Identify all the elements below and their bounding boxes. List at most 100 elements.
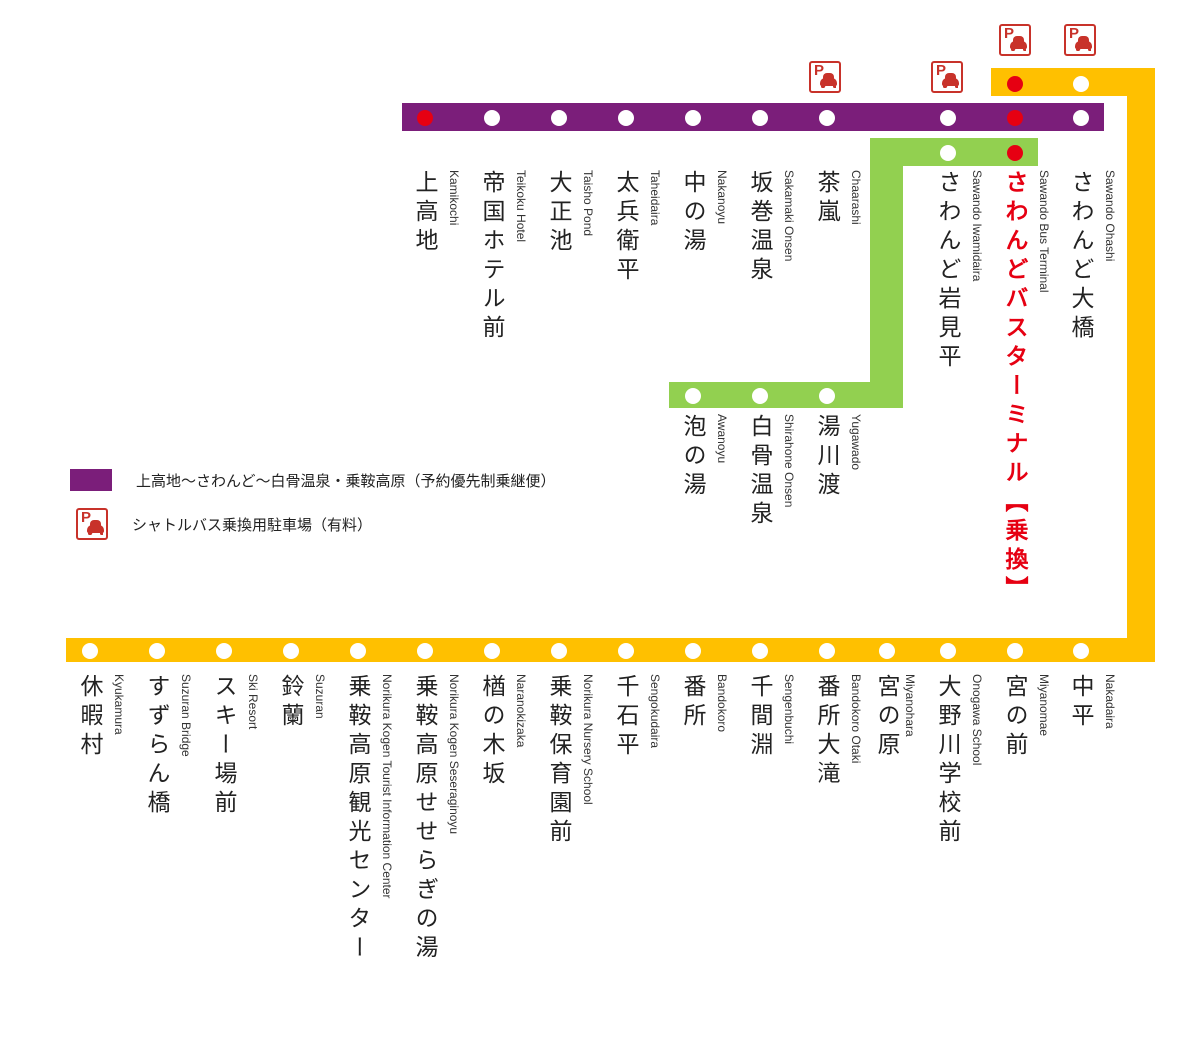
stop-label-en: Nakanoyu [715, 170, 729, 225]
stop-label-en: Norikura Nursery School [581, 674, 595, 805]
stop-label-en: Shirahone Onsen [782, 414, 796, 508]
stop-label-en: Sengenbuchi [782, 674, 796, 745]
stop-label-en: Yugawado [849, 414, 863, 471]
stop-dot-suzuran-bridge [149, 643, 165, 659]
stop-label-en: Naranokizaka [514, 674, 528, 748]
stop-label-ja: 乗鞍保育園前 [545, 674, 571, 848]
stop-dot-yugawado [819, 388, 835, 404]
stop-label-ja: スキー場前 [210, 674, 236, 819]
stop-dot-bandokoro [685, 643, 701, 659]
parking-letter: P [814, 62, 825, 79]
stop-dot-kyukamura [82, 643, 98, 659]
green-route-vertical [870, 138, 903, 408]
stop-label-ja: 宮の前 [1001, 674, 1027, 761]
stop-dot-teikoku [484, 110, 500, 126]
stop-label-en: Norikura Kogen Tourist Information Cente… [380, 674, 394, 899]
stop-dot-seseraginoyu [417, 643, 433, 659]
legend-reserved-route-label: 上高地〜さわんど〜白骨温泉・乗鞍高原（予約優先制乗継便） [136, 471, 556, 490]
stop-label-en: Teikoku Hotel [514, 170, 528, 243]
stop-label-en: Taisho Pond [581, 170, 595, 237]
stop-dot-sengenbuchi [752, 643, 768, 659]
stop-label-en: Nakadaira [1103, 674, 1117, 729]
stop-dot-naranokizaka [484, 643, 500, 659]
parking-icon: P [931, 61, 963, 93]
stop-label-ja: 坂巻温泉 [746, 170, 772, 286]
stop-label-en: Sengokudaira [648, 674, 662, 749]
stop-label-en: Miyanomae [1037, 674, 1051, 737]
stop-label-ja: 帝国ホテル前 [478, 170, 504, 344]
stop-label-ja: 乗鞍高原せせらぎの湯 [411, 674, 437, 964]
stop-label-ja: 番所大滝 [813, 674, 839, 790]
stop-dot-terminal-green [1007, 145, 1023, 161]
stop-dot-ohashi-purple [1073, 110, 1089, 126]
stop-label-en: Sawando Ohashi [1103, 170, 1117, 262]
stop-dot-onogawa [940, 643, 956, 659]
stop-label-en: Onogawa School [970, 674, 984, 766]
stop-label-en: Sakamaki Onsen [782, 170, 796, 262]
stop-label-ja: 中平 [1067, 674, 1093, 732]
stop-dot-nakadaira [1073, 643, 1089, 659]
stop-label-en: Chaarashi [849, 170, 863, 225]
stop-dot-nakanoyu [685, 110, 701, 126]
stop-dot-ski-resort [216, 643, 232, 659]
car-icon [87, 520, 104, 535]
stop-label-ja: 千石平 [612, 674, 638, 761]
parking-icon: P [809, 61, 841, 93]
stop-dot-sakamaki [752, 110, 768, 126]
stop-dot-sengokudaira [618, 643, 634, 659]
stop-label-ja: 大野川学校前 [934, 674, 960, 848]
stop-label-en: Bandokoro Otaki [849, 674, 863, 764]
car-icon [820, 73, 837, 88]
stop-label-ja: 楢の木坂 [478, 674, 504, 790]
car-icon [942, 73, 959, 88]
parking-icon: P [1064, 24, 1096, 56]
stop-dot-taheidaira [618, 110, 634, 126]
stop-label-ja: 湯川渡 [813, 414, 839, 501]
orange-route-right [1127, 68, 1155, 662]
stop-dot-taisho [551, 110, 567, 126]
stop-dot-iwamidaira-green [940, 145, 956, 161]
legend-parking-label: シャトルバス乗換用駐車場（有料） [132, 515, 373, 534]
car-icon [1010, 36, 1027, 51]
stop-dot-miyanohara [879, 643, 895, 659]
parking-letter: P [936, 62, 947, 79]
stop-dot-kamikochi [417, 110, 433, 126]
stop-label-en: Taheidaira [648, 170, 662, 226]
stop-dot-suzuran [283, 643, 299, 659]
stop-label-ja: さわんど大橋 [1067, 170, 1093, 344]
legend-reserved-route: 上高地〜さわんど〜白骨温泉・乗鞍高原（予約優先制乗継便） [70, 469, 556, 491]
stop-label-en: Awanoyu [715, 414, 729, 464]
stop-label-en: Suzuran [313, 674, 327, 719]
stop-dot-tourist-center [350, 643, 366, 659]
purple-route-swatch [70, 469, 112, 491]
stop-label-ja: すずらん橋 [143, 674, 169, 819]
stop-dot-terminal-purple [1007, 110, 1023, 126]
stop-dot-awanoyu [685, 388, 701, 404]
stop-dot-nursery [551, 643, 567, 659]
stop-dot-miyanomae [1007, 643, 1023, 659]
stop-label-ja: 乗鞍高原観光センター [344, 674, 370, 964]
parking-letter: P [1069, 25, 1080, 42]
stop-label-en: Sawando Bus Terminal [1037, 170, 1051, 293]
stop-label-ja: 泡の湯 [679, 414, 705, 501]
parking-icon: P [76, 508, 108, 540]
stop-label-ja: 白骨温泉 [746, 414, 772, 530]
stop-label-en: Suzuran Bridge [179, 674, 193, 757]
stop-label-ja: 上高地 [411, 170, 437, 257]
stop-label-en: Miyanohara [903, 674, 917, 737]
stop-dot-bandokoro-otaki [819, 643, 835, 659]
stop-label-en: Bandokoro [715, 674, 729, 733]
stop-label-ja: 太兵衛平 [612, 170, 638, 286]
stop-label-en: Kyukamura [112, 674, 126, 735]
stop-label-ja: 番所 [679, 674, 705, 732]
stop-label-en: Kamikochi [447, 170, 461, 226]
transfer-stop-label-ja: さわんどバスターミナル【乗換】 [1001, 170, 1027, 605]
stop-label-en: Ski Resort [246, 674, 260, 730]
stop-dot-iwamidaira-purple [940, 110, 956, 126]
legend-parking: P シャトルバス乗換用駐車場（有料） [70, 508, 372, 540]
parking-letter: P [81, 509, 92, 526]
stop-label-en: Norikura Kogen Seseraginoyu [447, 674, 461, 835]
stop-label-ja: 大正池 [545, 170, 571, 257]
stop-dot-terminal-orange [1007, 76, 1023, 92]
